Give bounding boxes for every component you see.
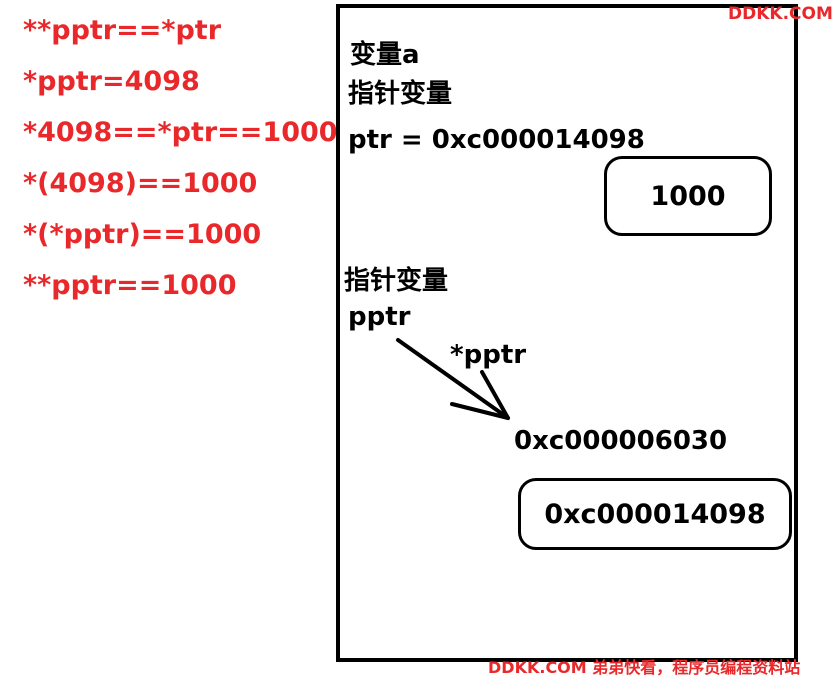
equation-line-6: **pptr==1000 bbox=[23, 270, 237, 301]
deref-pptr-label: *pptr bbox=[450, 340, 527, 370]
equation-line-1: **pptr==*ptr bbox=[23, 15, 222, 46]
value-box-text: 1000 bbox=[650, 180, 726, 212]
address-box: 0xc000014098 bbox=[518, 478, 792, 550]
equation-line-2: *pptr=4098 bbox=[23, 66, 200, 97]
var-a-label: 变量a bbox=[350, 40, 420, 70]
equation-line-5: *(*pptr)==1000 bbox=[23, 219, 262, 250]
memory-frame bbox=[336, 4, 798, 662]
value-box: 1000 bbox=[604, 156, 772, 236]
address-box-text: 0xc000014098 bbox=[544, 498, 766, 530]
address-label: 0xc000006030 bbox=[514, 426, 728, 456]
pointer-var-label-1: 指针变量 bbox=[348, 79, 453, 109]
equation-line-4: *(4098)==1000 bbox=[23, 168, 258, 199]
equation-line-3: *4098==*ptr==1000 bbox=[23, 117, 338, 148]
ptr-assignment: ptr = 0xc000014098 bbox=[348, 125, 645, 155]
pointer-var-label-2: 指针变量 bbox=[344, 266, 449, 296]
watermark-bottom: DDKK.COM 弟弟快看，程序员编程资料站 bbox=[488, 658, 801, 677]
pptr-label: pptr bbox=[348, 302, 411, 332]
watermark-top: DDKK.COM bbox=[728, 4, 832, 24]
